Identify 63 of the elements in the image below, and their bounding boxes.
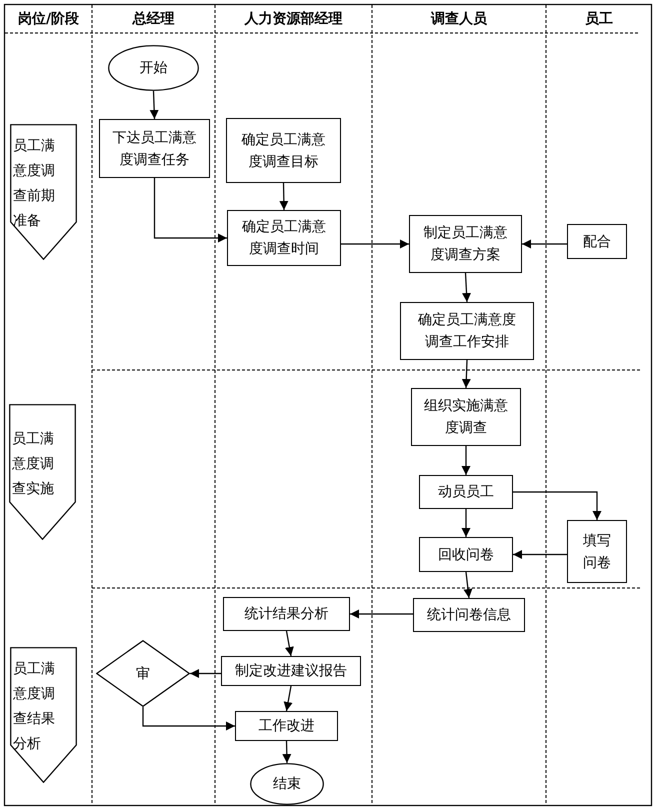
process-box	[411, 388, 521, 446]
phase-pentagon	[10, 124, 77, 260]
node-text: 员工满意度调查结果分析	[13, 660, 56, 754]
node-text: 审	[136, 664, 150, 684]
phase-pentagon	[10, 647, 77, 783]
phase-pentagon	[9, 404, 76, 540]
arrow	[284, 630, 294, 656]
arrow	[513, 550, 567, 559]
node-text: 制定员工满意度调查方案	[422, 224, 508, 265]
process-box	[567, 224, 627, 259]
node-text: 工作改进	[258, 717, 314, 736]
node-text: 确定员工满意度调查目标	[241, 130, 326, 172]
node-text: 确定员工满意度调查时间	[242, 218, 326, 259]
decision-diamond	[96, 640, 190, 707]
arrow	[150, 90, 159, 120]
arrow	[462, 509, 470, 537]
process-box	[413, 598, 525, 632]
arrow	[154, 178, 227, 242]
node-text: 统计结果分析	[244, 605, 328, 624]
node-text: 填写问卷	[582, 532, 612, 572]
process-box	[227, 210, 341, 266]
lane-header: 员工	[585, 11, 613, 27]
lane-header: 调查人员	[431, 11, 487, 27]
arrow	[341, 240, 409, 248]
node-text: 组织实施满意度调查	[424, 397, 508, 438]
process-box	[409, 215, 522, 273]
node-text: 制定改进建议报告	[235, 662, 347, 681]
arrow	[190, 669, 221, 678]
arrow	[522, 240, 567, 248]
lane-header: 总经理	[132, 11, 174, 27]
process-box	[221, 656, 361, 686]
terminal-ellipse	[108, 45, 199, 91]
arrow	[284, 686, 293, 712]
arrow	[513, 491, 602, 520]
node-text: 配合	[583, 232, 611, 252]
node-text: 下达员工满意度调查任务	[112, 128, 197, 170]
process-box	[235, 711, 338, 741]
arrow	[462, 360, 471, 388]
node-text: 结束	[273, 775, 301, 794]
arrow	[462, 446, 470, 475]
node-text: 统计问卷信息	[427, 606, 511, 625]
process-box	[99, 119, 210, 178]
process-box	[419, 475, 513, 509]
node-text: 员工满意度调查实施	[12, 430, 55, 498]
process-box	[400, 302, 534, 360]
process-box	[567, 520, 627, 583]
node-text: 确定员工满意度调查工作安排	[417, 311, 517, 352]
process-box	[223, 597, 350, 631]
node-text: 动员员工	[438, 483, 494, 502]
arrow	[279, 182, 288, 210]
terminal-ellipse	[250, 763, 324, 805]
node-text: 回收问卷	[438, 546, 494, 564]
arrow	[464, 572, 472, 598]
arrow	[462, 272, 472, 302]
arrow	[142, 707, 235, 730]
arrow	[350, 610, 413, 618]
process-box	[419, 537, 513, 572]
process-box	[226, 118, 341, 183]
lane-header: 人力资源部经理	[244, 11, 342, 27]
node-text: 员工满意度调查前期准备	[13, 137, 56, 231]
node-text: 开始	[140, 59, 168, 78]
lane-header: 岗位/阶段	[18, 11, 80, 27]
arrow	[282, 740, 292, 764]
